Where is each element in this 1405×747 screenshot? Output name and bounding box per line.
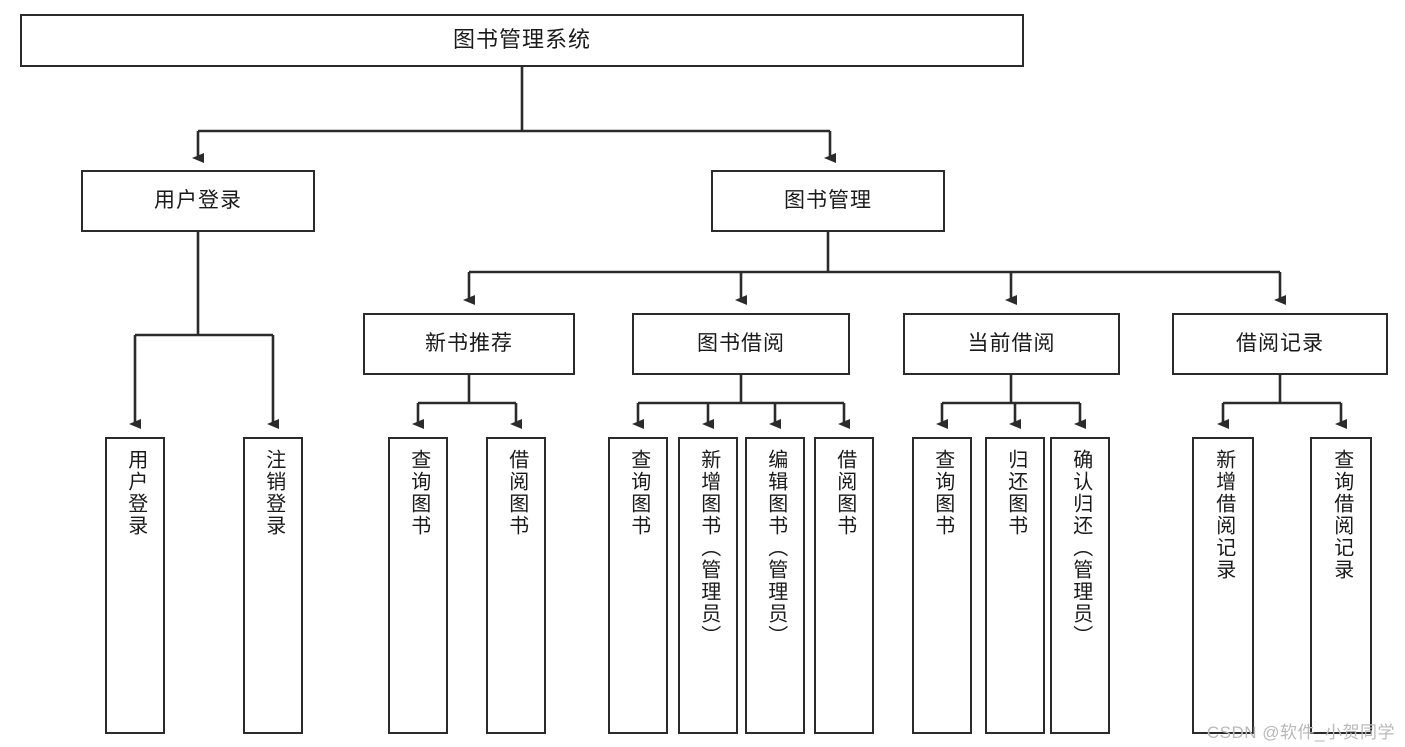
- node-label: 查询借阅记录: [1330, 449, 1353, 581]
- leaf-confirm-return-admin[interactable]: 确认归还（管理员）: [1050, 437, 1110, 734]
- leaf-query-books-borrowing[interactable]: 查询图书: [608, 437, 668, 734]
- node-book-management[interactable]: 图书管理: [711, 170, 945, 232]
- node-label: 图书借阅: [697, 332, 785, 356]
- node-label: 编辑图书（管理员）: [764, 449, 787, 647]
- leaf-query-books-recommendation[interactable]: 查询图书: [388, 437, 448, 734]
- leaf-borrow-books[interactable]: 借阅图书: [814, 437, 874, 734]
- node-label: 确认归还（管理员）: [1069, 449, 1092, 647]
- leaf-add-borrowing-record[interactable]: 新增借阅记录: [1192, 437, 1254, 734]
- node-current-borrowing[interactable]: 当前借阅: [903, 313, 1120, 375]
- node-borrowing-records[interactable]: 借阅记录: [1172, 313, 1388, 375]
- leaf-query-books-current[interactable]: 查询图书: [912, 437, 972, 734]
- leaf-edit-book-admin[interactable]: 编辑图书（管理员）: [745, 437, 805, 734]
- node-label: 借阅记录: [1236, 332, 1324, 356]
- node-book-borrowing[interactable]: 图书借阅: [632, 313, 850, 375]
- node-label: 用户登录: [154, 189, 242, 213]
- node-new-book-recommendation[interactable]: 新书推荐: [363, 313, 575, 375]
- node-label: 用户登录: [124, 449, 147, 537]
- node-root-book-management-system[interactable]: 图书管理系统: [20, 14, 1024, 67]
- leaf-logout[interactable]: 注销登录: [243, 437, 303, 734]
- watermark: CSDN @软件_小贺同学: [1206, 723, 1395, 742]
- leaf-query-borrowing-record[interactable]: 查询借阅记录: [1310, 437, 1372, 734]
- node-label: 图书管理系统: [452, 27, 591, 53]
- node-user-login[interactable]: 用户登录: [81, 170, 315, 232]
- node-label: 查询图书: [931, 449, 954, 537]
- node-label: 新书推荐: [425, 332, 513, 356]
- node-label: 借阅图书: [833, 449, 856, 537]
- node-label: 图书管理: [784, 189, 872, 213]
- node-label: 查询图书: [627, 449, 650, 537]
- node-label: 新增图书（管理员）: [697, 449, 720, 647]
- node-label: 归还图书: [1004, 449, 1027, 537]
- node-label: 借阅图书: [505, 449, 528, 537]
- leaf-user-login[interactable]: 用户登录: [105, 437, 165, 734]
- leaf-add-book-admin[interactable]: 新增图书（管理员）: [678, 437, 738, 734]
- node-label: 当前借阅: [967, 332, 1056, 356]
- leaf-return-books[interactable]: 归还图书: [985, 437, 1045, 734]
- node-label: 注销登录: [262, 449, 285, 537]
- node-label: 查询图书: [407, 449, 430, 537]
- leaf-borrow-books-recommendation[interactable]: 借阅图书: [486, 437, 546, 734]
- node-label: 新增借阅记录: [1212, 449, 1235, 581]
